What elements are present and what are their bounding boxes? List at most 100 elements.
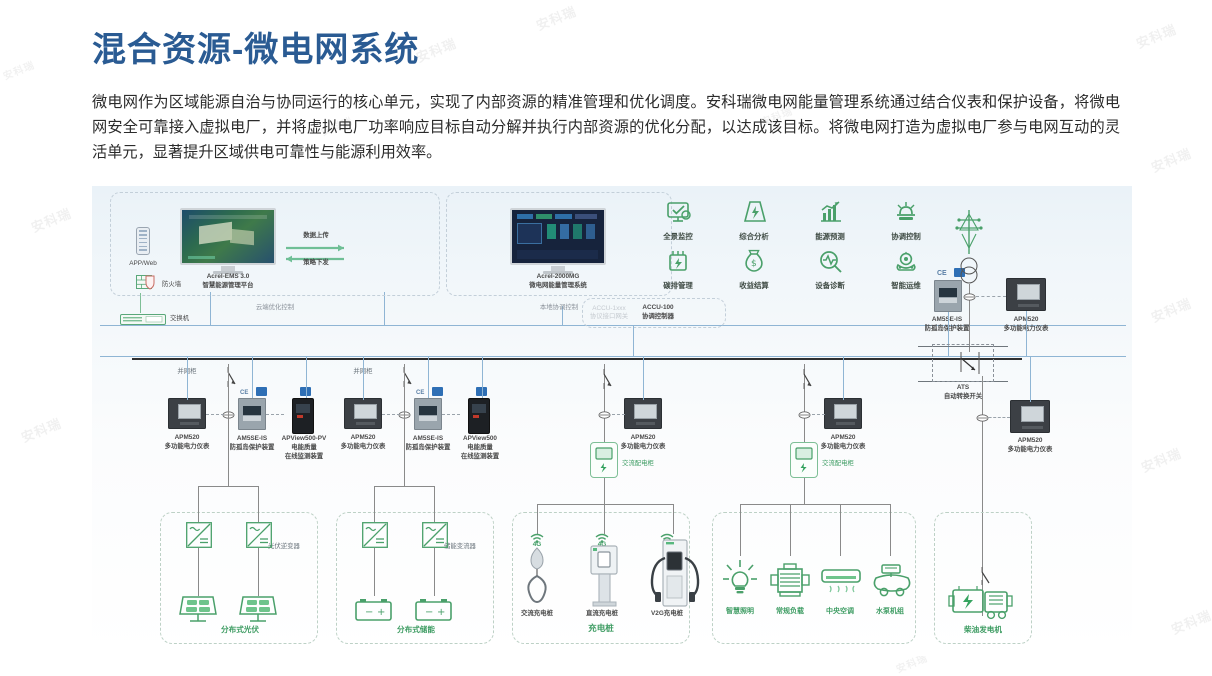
feature-label: 设备诊断 [815, 281, 845, 290]
load-label-水泵机组: 水泵机组 [876, 608, 904, 615]
grid-protection-model: AM5SE-IS [931, 316, 963, 323]
grid-tie-cabinet-label: 并网柜 [170, 368, 204, 376]
grid-meter-comm-riser [1026, 311, 1027, 356]
load-label-智慧照明: 智慧照明 [726, 608, 754, 615]
firewall-switch-wire [140, 293, 141, 313]
ess-converter-2 [422, 522, 448, 553]
ce-mark: CE [416, 390, 425, 396]
gen-meter-comm-riser [1030, 356, 1031, 402]
ems-monitor [180, 208, 276, 274]
ul-mark-pq [300, 387, 311, 396]
pile-label: 交流充电桩 [521, 610, 553, 617]
branch-pq-desc2: 在线监测装置 [284, 453, 324, 460]
grid-breaker-icon [963, 290, 976, 308]
feature-item-能源预测[interactable]: 能源预测 [794, 200, 866, 242]
feature-label: 能源预测 [815, 232, 845, 241]
branch-prot-comm-riser [428, 356, 429, 398]
feature-label: 碳排管理 [663, 281, 693, 290]
pv-group-label: 分布式光伏 [221, 625, 259, 634]
ess-feeder-left [374, 486, 375, 522]
local-control-zone [446, 192, 672, 296]
firewall-icon [136, 275, 158, 298]
watermark: 安科瑞 [1169, 607, 1212, 638]
watermark: 安科瑞 [534, 3, 579, 34]
generator-zone [934, 512, 1032, 644]
charging-group-zone [512, 512, 690, 644]
charging-tie [537, 504, 673, 505]
firewall-label: 防火墙 [162, 281, 182, 288]
utility-pylon-icon [952, 208, 986, 261]
branch-meter-comm-riser [187, 356, 188, 400]
charging-pile1-wire [537, 504, 538, 534]
network-riser [562, 306, 563, 326]
ul-mark [256, 387, 267, 396]
loads-tie [740, 504, 890, 505]
grid-to-ats-wire [969, 310, 970, 352]
watermark: 安科瑞 [1149, 145, 1194, 176]
data-exchange-arrows [282, 241, 348, 272]
branch-protection-desc: 防孤岛保护装置 [405, 444, 451, 451]
money-bag-icon: $ [742, 249, 767, 279]
data-upload-label: 数据上传 [303, 232, 329, 239]
charging-group-label: 充电桩 [588, 623, 614, 633]
pv-inv2-wire [258, 548, 259, 596]
diesel-generator-icon [947, 580, 1019, 622]
loads-cabinet-label: 交流配电柜 [822, 460, 854, 467]
branch-meter [168, 398, 206, 429]
feature-item-协调控制[interactable]: 协调控制 [870, 200, 942, 242]
branch-meter [344, 398, 382, 429]
load-wire-2 [790, 504, 791, 556]
svg-text:+: + [377, 607, 385, 618]
gateway-note-line2: 协议接口网关 [589, 313, 629, 320]
feature-item-收益结算[interactable]: $收益结算 [718, 249, 790, 291]
ce-mark: CE [240, 390, 249, 396]
loads-meter-comm-riser [843, 356, 844, 400]
pv-inverter-1 [186, 522, 212, 553]
loads-ct-icon [798, 408, 811, 426]
diagnosis-icon [818, 249, 843, 279]
grid-protection-relay [934, 280, 962, 312]
branch-pq-comm-riser [306, 356, 307, 398]
feature-item-碳排管理[interactable]: 碳排管理 [642, 249, 714, 291]
branch-meter-model: APM520 [174, 434, 200, 441]
branch-pq-model: APView500 [463, 435, 497, 442]
pv-feeder-tie [198, 486, 259, 487]
feature-item-综合分析[interactable]: 综合分析 [718, 200, 790, 242]
ats-model: ATS [956, 384, 970, 391]
feature-item-设备诊断[interactable]: 设备诊断 [794, 249, 866, 291]
branch-prot-dash [266, 414, 284, 415]
feature-item-智能运维[interactable]: 智能运维 [870, 249, 942, 291]
pile-label: 直流充电桩 [586, 610, 618, 617]
feature-label: 全景监控 [663, 232, 693, 241]
grid-meter-comm-dash [976, 296, 1006, 297]
watermark: 安科瑞 [1134, 21, 1179, 52]
storage-group-label: 分布式储能 [397, 625, 435, 634]
charging-pile2-wire [604, 504, 605, 534]
branch-pq-analyzer [468, 398, 490, 434]
battery-1: − + [354, 594, 394, 629]
loads-ac-cabinet [790, 442, 818, 478]
generator-meter-desc: 多功能电力仪表 [1007, 446, 1053, 453]
ul-mark-pq [476, 387, 487, 396]
svg-text:+: + [437, 607, 445, 618]
charging-pile3-wire [673, 504, 674, 534]
gear-ops-icon [894, 249, 919, 279]
ul-mark-grid [954, 268, 965, 277]
loads-group-zone [712, 512, 916, 644]
gateway-note-line1: ACCU-1xxx [592, 305, 626, 312]
loads-meter-dash [807, 414, 825, 415]
watermark: 安科瑞 [414, 35, 459, 66]
pile-network-label: 4G [532, 541, 542, 548]
feature-item-全景监控[interactable]: 全景监控 [642, 200, 714, 242]
branch-prot-comm-riser [252, 356, 253, 398]
ats-switch-icon [958, 350, 984, 381]
branch-meter-dash [206, 414, 224, 415]
pv-inverter-label: 光伏逆变器 [268, 543, 300, 550]
alarm-control-icon [894, 200, 919, 230]
cloud-control-zone [110, 192, 440, 296]
charging-meter-comm-riser [643, 356, 644, 400]
branch-meter-model: APM520 [350, 434, 376, 441]
branch-pq-analyzer [292, 398, 314, 434]
grid-prot-comm-riser [948, 312, 949, 356]
branch-protection-model: AM5SE-IS [412, 435, 444, 442]
